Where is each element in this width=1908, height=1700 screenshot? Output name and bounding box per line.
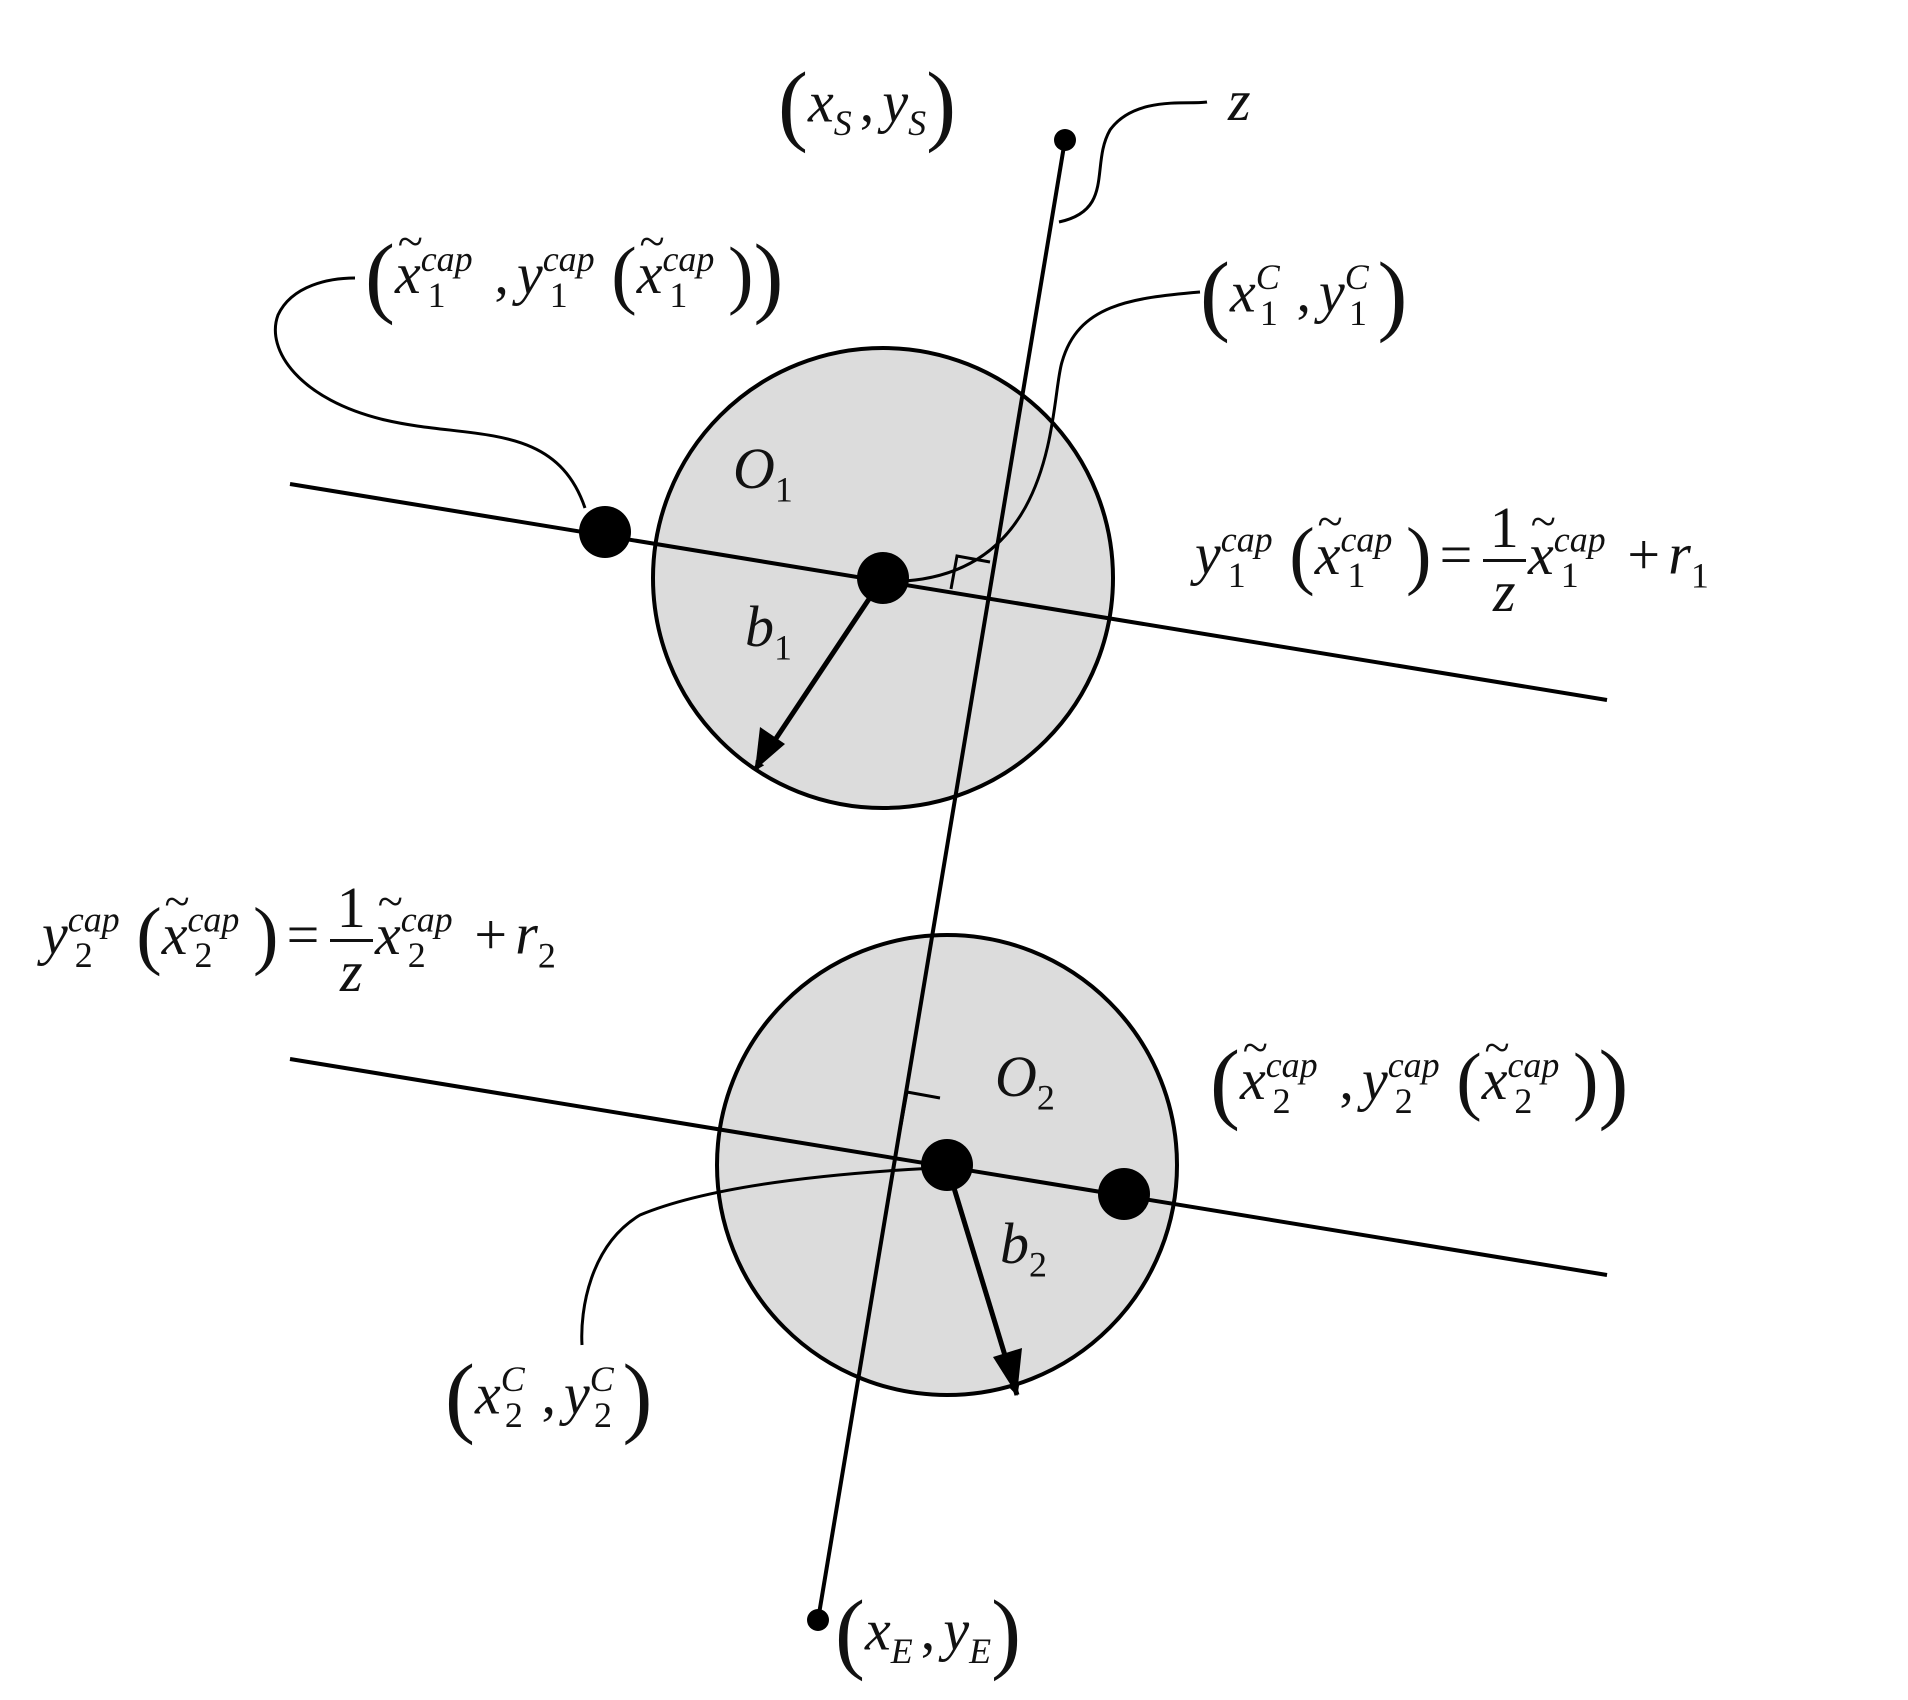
arrowhead-1 [755, 727, 785, 770]
line-cap-1 [289, 482, 1608, 702]
point-cap-1 [579, 506, 631, 558]
label-circle-o2: O2 [995, 1044, 1055, 1118]
right-angle-marker-2 [899, 1090, 941, 1126]
label-start-point: (xS,yS) [778, 55, 957, 154]
label-center-2: (xC2,yC2) [445, 1347, 653, 1446]
label-line-z: z [1228, 68, 1251, 133]
equation-line-2: ycap2(xcap2)=1zxcap2+r2 [42, 877, 556, 1003]
point-cap-2 [1098, 1168, 1150, 1220]
label-cap-point-2: (xcap2,ycap2(xcap2)) [1210, 1026, 1628, 1128]
leader-center-1 [904, 290, 1201, 583]
label-radius-b2: b2 [1000, 1211, 1047, 1285]
arrowhead-2 [993, 1348, 1022, 1395]
right-angle-marker-1 [949, 554, 991, 590]
arrow-radius-1 [752, 576, 886, 772]
label-center-1: (xC1,yC1) [1200, 245, 1408, 344]
label-end-point: (xE,yE) [835, 1583, 1022, 1682]
point-center-2 [921, 1139, 973, 1191]
label-radius-b1: b1 [745, 594, 792, 668]
equation-line-1: ycap1(xcap1)=1zxcap1+r1 [1195, 497, 1709, 623]
leader-center-2 [580, 1166, 936, 1346]
point-center-1 [857, 552, 909, 604]
label-cap-point-1: (xcap1,ycap1(xcap1)) [365, 220, 783, 322]
point-start [1054, 129, 1076, 151]
leader-cap-point-1 [273, 276, 587, 509]
label-circle-o1: O1 [733, 436, 793, 510]
line-z [816, 139, 1067, 1621]
point-end [807, 1609, 829, 1631]
leader-z [1058, 100, 1208, 224]
